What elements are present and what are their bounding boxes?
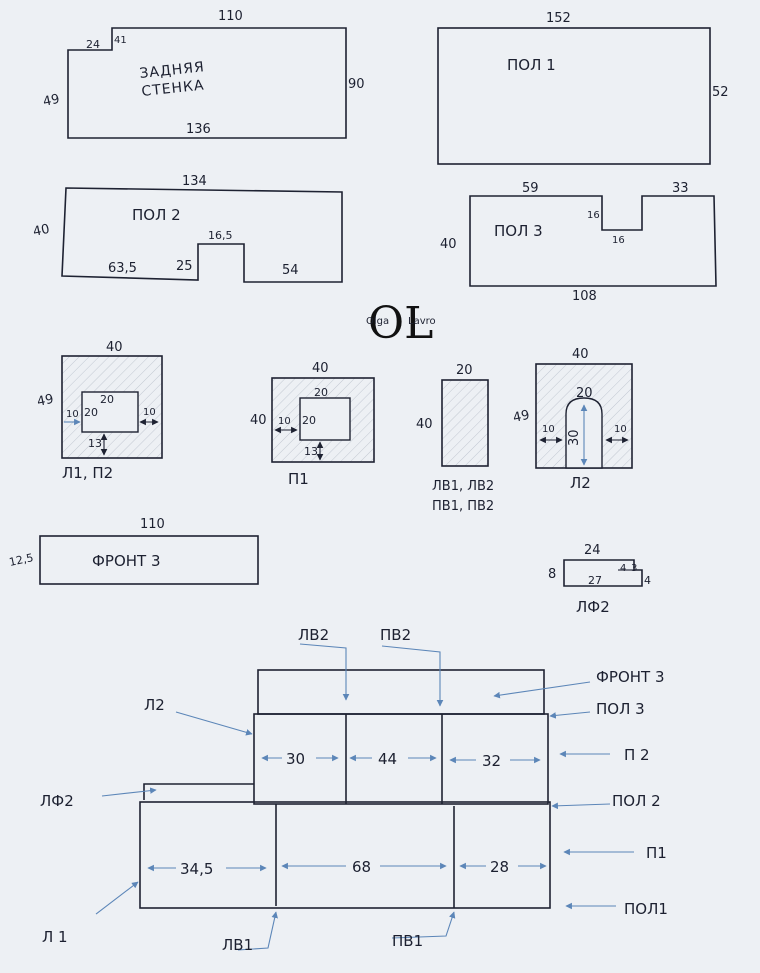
- logo-left-word: Olga: [366, 316, 389, 327]
- l2-arch-height: 30: [567, 429, 582, 446]
- l1p2-side-right: 10: [143, 407, 156, 418]
- pol3-left-dim: 40: [440, 237, 457, 252]
- panel-p1: 40 40 20 20 10 13 П1: [250, 361, 375, 488]
- assembly-label-pol3: ПОЛ 3: [596, 700, 645, 718]
- back-wall-left-dim: 49: [42, 92, 61, 110]
- lf2-left-dim: 8: [548, 567, 556, 582]
- assembly-label-pv1: ПВ1: [392, 932, 423, 950]
- assembly-label-front3: ФРОНТ 3: [596, 668, 665, 686]
- front3-left-dim: 12,5: [8, 551, 35, 569]
- assembly-label-pol1: ПОЛ1: [624, 900, 668, 918]
- pol3-name: ПОЛ 3: [494, 222, 543, 240]
- l1p2-bottom-dim: 13: [88, 437, 102, 450]
- back-wall-top-dim: 110: [218, 9, 243, 24]
- assembly-lower-dim-3: 28: [490, 858, 509, 876]
- assembly-label-lv2: ЛВ2: [298, 626, 329, 644]
- pol2-cut-width: 16,5: [208, 229, 233, 242]
- lf2-right-dim: 4: [644, 574, 651, 587]
- logo: OL Olga Lavro: [366, 298, 436, 349]
- pol3-cut-width: 16: [612, 235, 625, 246]
- l2-top-dim: 40: [572, 347, 589, 362]
- back-wall-bottom-dim: 136: [186, 122, 211, 137]
- l1p2-caption: Л1, П2: [62, 464, 113, 482]
- lf2-step: 4: [620, 563, 626, 574]
- front3-top-dim: 110: [140, 517, 165, 532]
- assembly-drawing: 30 44 32 34,5 68 28 ЛВ2 ПВ2 ФРОНТ 3: [40, 626, 668, 954]
- pol2-name: ПОЛ 2: [132, 206, 181, 224]
- p1-side-left: 10: [278, 416, 291, 427]
- lv-caption1: ЛВ1, ЛВ2: [432, 479, 494, 494]
- assembly-label-pol2: ПОЛ 2: [612, 792, 661, 810]
- assembly-lower-dim-2: 68: [352, 858, 371, 876]
- pol1-right-dim: 52: [712, 85, 729, 100]
- lf2-caption: ЛФ2: [576, 598, 610, 616]
- panel-back-wall: ЗАДНЯЯ СТЕНКА 110 136 49 90 24 41: [42, 9, 365, 139]
- pol2-bottom-left-dim: 63,5: [108, 261, 137, 276]
- lf2-inner-dim: 27: [588, 574, 602, 587]
- panel-front3: ФРОНТ 3 110 12,5: [8, 517, 259, 585]
- lv-top-dim: 20: [456, 363, 473, 378]
- assembly-upper-dim-3: 32: [482, 752, 501, 770]
- lf2-step-h: 3: [631, 563, 637, 574]
- lv-left-dim: 40: [416, 417, 433, 432]
- l2-caption: Л2: [570, 474, 591, 492]
- pol3-top-left-dim: 59: [522, 181, 539, 196]
- pol3-bottom-dim: 108: [572, 289, 597, 304]
- back-wall-right-dim: 90: [348, 77, 365, 92]
- logo-monogram: OL: [368, 298, 433, 349]
- panel-l2: 40 49 20 30 10 10 Л2: [512, 347, 633, 492]
- p1-left-dim: 40: [250, 413, 267, 428]
- assembly-label-p2: П 2: [624, 746, 650, 764]
- panel-lf2: 24 8 27 4 3 4 ЛФ2: [548, 543, 651, 616]
- l2-left-dim: 49: [512, 408, 531, 426]
- back-wall-name-line2: СТЕНКА: [141, 77, 206, 100]
- front3-name: ФРОНТ 3: [92, 552, 161, 570]
- l1p2-side-left: 10: [66, 409, 79, 420]
- p1-caption: П1: [288, 470, 309, 488]
- l1p2-top-dim: 40: [106, 340, 123, 355]
- l2-arch-width: 20: [576, 386, 593, 401]
- assembly-label-l1: Л 1: [42, 928, 68, 946]
- pol1-name: ПОЛ 1: [507, 56, 556, 74]
- panel-l1-p2: 40 49 20 20 10 10 13 Л1, П2: [36, 340, 163, 482]
- assembly-upper-dim-1: 30: [286, 750, 305, 768]
- assembly-label-p1: П1: [646, 844, 667, 862]
- assembly-upper-dim-2: 44: [378, 750, 397, 768]
- pol2-top-dim: 134: [182, 174, 207, 189]
- l1p2-left-dim: 49: [36, 392, 55, 410]
- back-wall-name-line1: ЗАДНЯЯ: [139, 59, 206, 82]
- l1p2-inner-left: 20: [84, 406, 98, 419]
- panel-lv-pv: 20 40 ЛВ1, ЛВ2 ПВ1, ПВ2: [416, 363, 494, 514]
- assembly-label-pv2: ПВ2: [380, 626, 411, 644]
- p1-top-dim: 40: [312, 361, 329, 376]
- logo-right-word: Lavro: [408, 316, 436, 327]
- panel-pol2: ПОЛ 2 134 40 63,5 25 16,5 54: [32, 174, 343, 283]
- lv-caption2: ПВ1, ПВ2: [432, 499, 494, 514]
- assembly-lower-dim-1: 34,5: [180, 860, 213, 878]
- l2-side-right: 10: [614, 424, 627, 435]
- assembly-label-lf2: ЛФ2: [40, 792, 74, 810]
- pol2-bottom-right-dim: 54: [282, 263, 299, 278]
- pol2-cut-height: 25: [176, 259, 193, 274]
- pol1-top-dim: 152: [546, 11, 571, 26]
- back-wall-notch-height: 41: [114, 35, 127, 46]
- panel-pol3: ПОЛ 3 59 33 40 16 16 108: [440, 181, 717, 304]
- panel-pol1: ПОЛ 1 152 52: [437, 11, 729, 165]
- lf2-top-dim: 24: [584, 543, 601, 558]
- pol3-top-right-dim: 33: [672, 181, 689, 196]
- pol3-cut-height: 16: [587, 210, 600, 221]
- back-wall-notch-width: 24: [86, 38, 100, 51]
- pol2-left-dim: 40: [32, 222, 51, 240]
- assembly-label-l2: Л2: [144, 696, 165, 714]
- assembly-label-lv1: ЛВ1: [222, 936, 253, 954]
- l1p2-inner-top: 20: [100, 393, 114, 406]
- p1-bottom-dim: 13: [304, 445, 318, 458]
- p1-inner-left: 20: [302, 414, 316, 427]
- l2-side-left: 10: [542, 424, 555, 435]
- p1-inner-top: 20: [314, 386, 328, 399]
